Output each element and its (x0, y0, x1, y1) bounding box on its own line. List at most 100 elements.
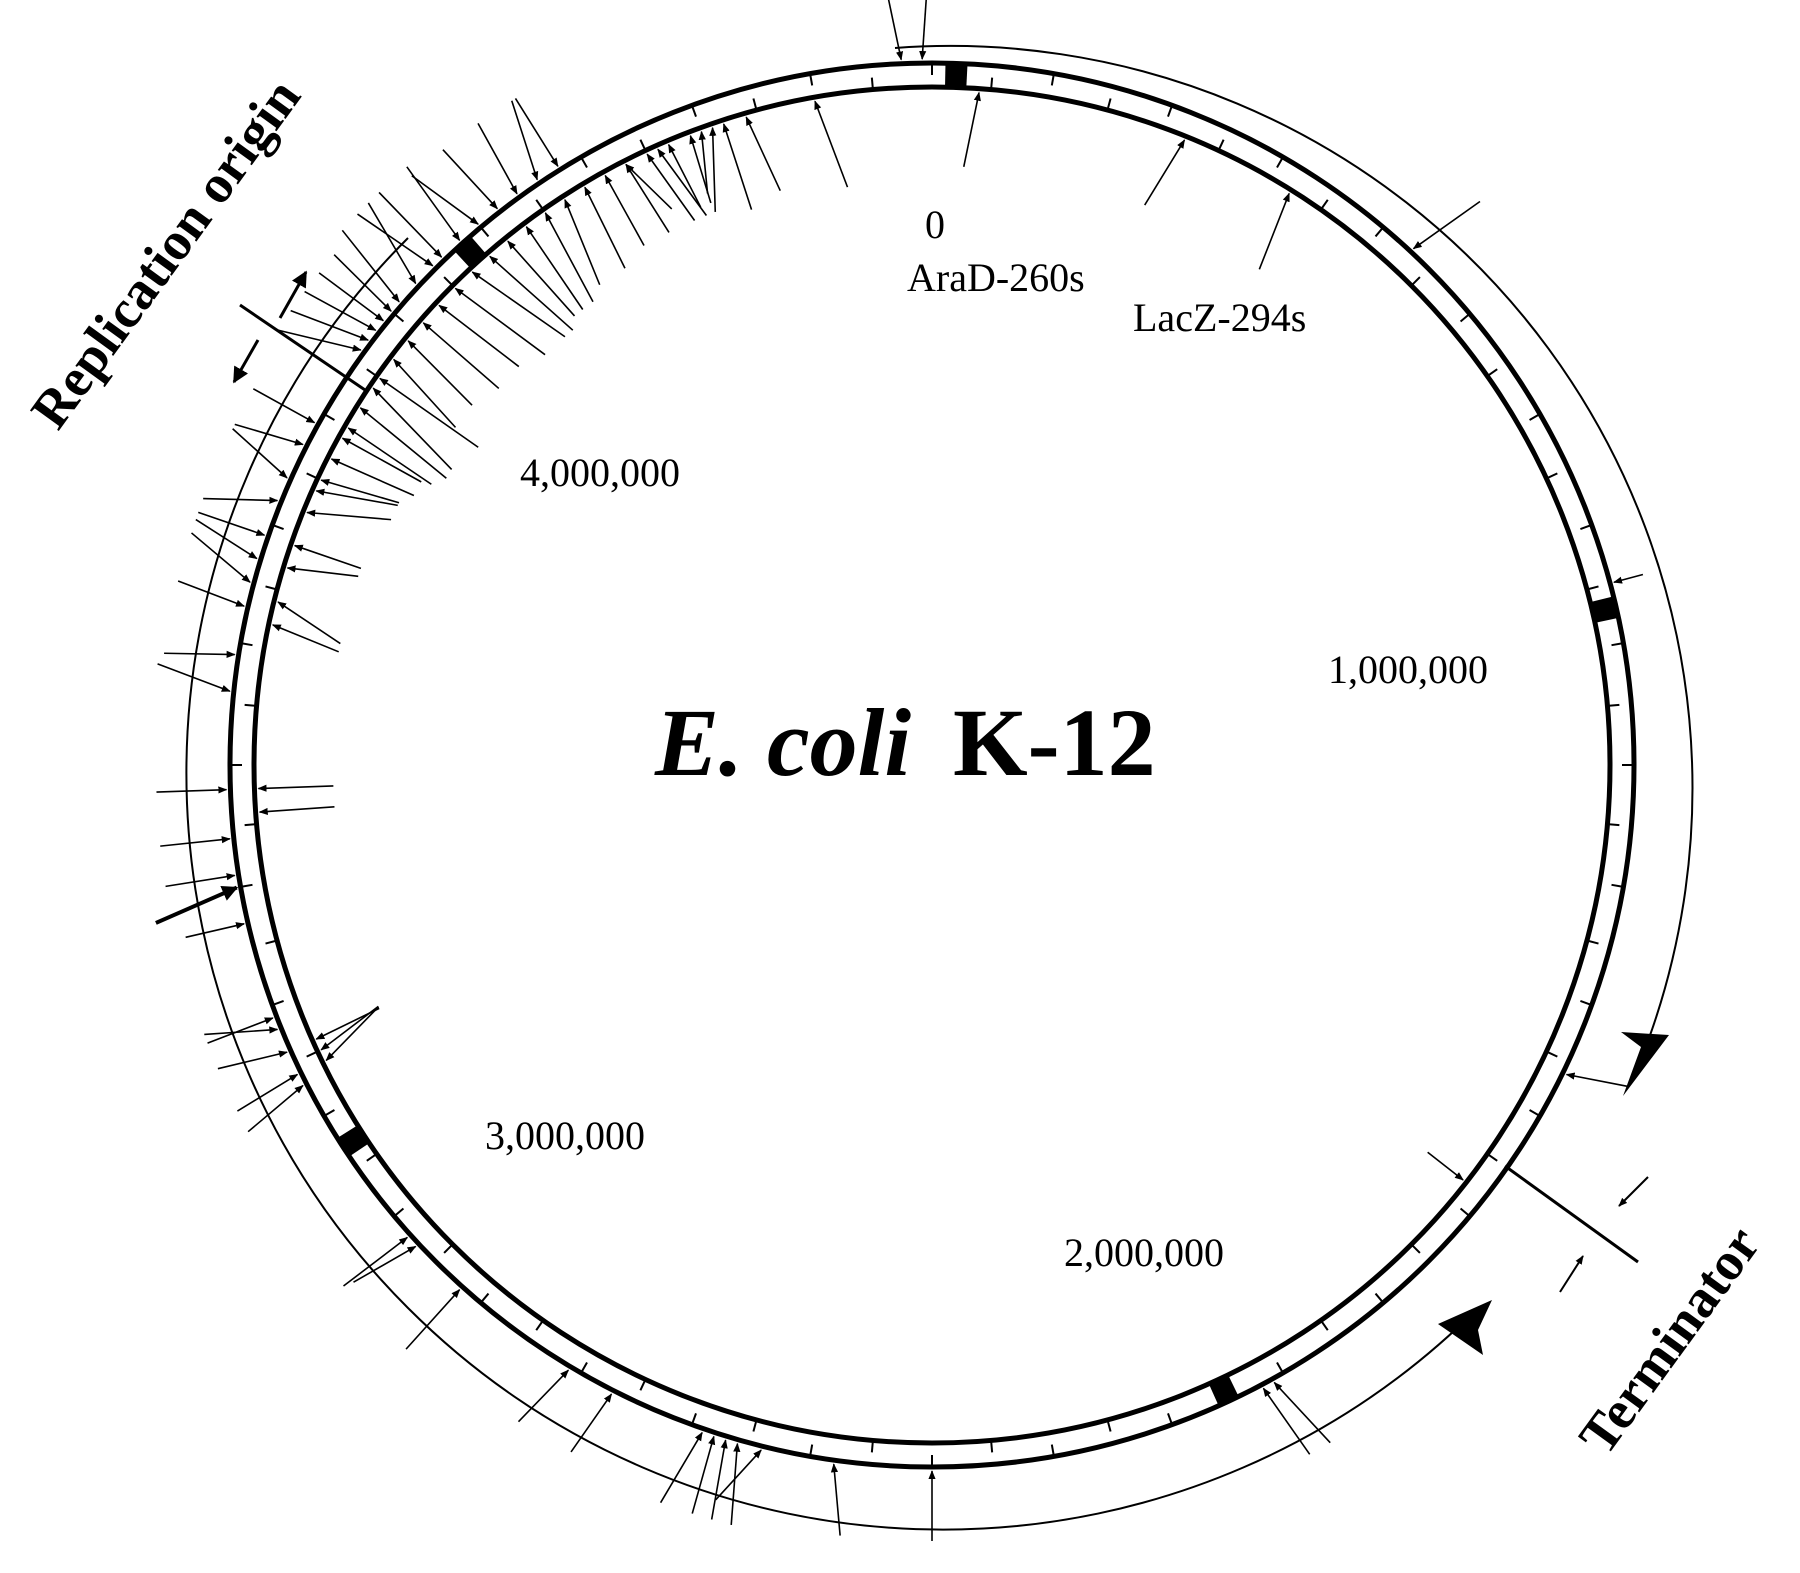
gene-label-arad: AraD-260s (907, 255, 1085, 300)
insertion-arrow (1144, 139, 1186, 206)
insertion-arrow (667, 143, 702, 208)
insertion-arrow (722, 123, 753, 210)
scale-tick (1320, 199, 1329, 211)
inner-strand-circle (251, 84, 1613, 1446)
scale-tick (1320, 1319, 1329, 1331)
insertion-arrow (517, 1369, 570, 1423)
insertion-arrow (160, 836, 231, 847)
insertion-arrow (367, 202, 417, 285)
scale-tick (639, 139, 647, 151)
insertion-arrow (405, 1288, 461, 1350)
insertion-arrow (657, 148, 708, 216)
insertion-arrow (544, 212, 594, 303)
insertion-arrow (1262, 1387, 1311, 1455)
insertion-arrow (217, 1050, 288, 1070)
insertion-arrow (165, 873, 236, 888)
insertion-arrow (347, 427, 432, 485)
scale-tick (809, 73, 814, 86)
insertion-arrow (325, 1006, 380, 1062)
insertion-arrow (1273, 1381, 1331, 1444)
insertion-arrow (341, 437, 422, 483)
insertion-arrow (709, 126, 717, 212)
scale-tick (580, 156, 588, 168)
insertion-arrow (252, 388, 316, 424)
insertion-arrow (198, 511, 266, 536)
scale-tick (1410, 276, 1421, 287)
scale-tick (443, 1243, 454, 1254)
scale-tick (1607, 703, 1620, 707)
insertion-arrow (411, 175, 479, 225)
insertion-arrow (372, 387, 453, 471)
insertion-arrow (293, 544, 362, 570)
insertion-arrow (177, 580, 245, 607)
insertion-arrow (584, 186, 626, 269)
scale-tick (271, 1000, 284, 1007)
scale-label-1m: 1,000,000 (1328, 647, 1488, 692)
insertion-arrow (830, 1463, 841, 1536)
insertion-arrow (353, 1245, 417, 1283)
insertion-arrow (306, 509, 392, 521)
insertion-arrow (507, 240, 576, 317)
insertion-arrow (359, 407, 447, 479)
insertion-arrow (1565, 1072, 1628, 1088)
insertion-arrow (689, 134, 712, 204)
scale-label-4m: 4,000,000 (520, 450, 680, 495)
insertion-arrow (477, 122, 518, 195)
scale-ticks (230, 63, 1634, 1467)
scale-label-3m: 3,000,000 (485, 1113, 645, 1158)
genome-title: E. coli K-12 (654, 689, 1156, 796)
scale-tick (1374, 1292, 1385, 1304)
origin-marker-line (239, 303, 369, 394)
insertion-arrow (157, 663, 231, 692)
scale-tick (1167, 1413, 1174, 1426)
terminator-arrow-top (1618, 1176, 1649, 1207)
scale-tick (1167, 104, 1174, 117)
insertion-arrow (887, 0, 904, 61)
insertion-arrow (1258, 192, 1290, 270)
scale-tick (393, 1207, 405, 1218)
insertion-arrow (962, 91, 981, 168)
title-species: E. coli (654, 689, 911, 796)
insertion-arrow (691, 1435, 716, 1514)
insertion-arrow (570, 1393, 613, 1453)
scale-tick (690, 1413, 697, 1426)
insertion-arrow (730, 1442, 741, 1525)
scale-tick (752, 1419, 758, 1432)
scale-tick (1611, 883, 1624, 888)
rrn-block (1208, 1374, 1239, 1406)
insertion-arrow (489, 255, 574, 331)
rrn-block (1590, 596, 1619, 623)
scale-tick (240, 642, 253, 647)
terminator-arrow-bottom (1559, 1255, 1584, 1293)
origin-arrow-down (232, 339, 260, 384)
scale-tick (323, 413, 335, 421)
scale-tick (1486, 1153, 1498, 1162)
counterclockwise-arrowhead (1438, 1300, 1492, 1355)
insertion-arrow (304, 290, 377, 332)
clockwise-arrowhead (1621, 1032, 1669, 1096)
scale-tick (1586, 939, 1599, 945)
scale-tick (1410, 1243, 1421, 1254)
insertion-arrow (407, 340, 473, 406)
insertion-arrow (318, 272, 385, 322)
insertion-arrow (203, 496, 279, 504)
insertion-arrow (156, 786, 228, 794)
insertion-arrow (471, 271, 566, 338)
scale-tick (244, 823, 257, 827)
insertion-arrow (232, 428, 288, 479)
insertion-arrow (919, 0, 927, 60)
insertion-arrow (258, 805, 335, 816)
scale-label-2m: 2,000,000 (1064, 1230, 1224, 1275)
insertion-arrow (290, 309, 370, 341)
scale-tick (580, 1362, 588, 1374)
insertion-arrow (745, 116, 781, 192)
scale-tick (1374, 226, 1385, 238)
insertion-arrow (438, 304, 520, 368)
scale-tick (1580, 1000, 1593, 1007)
insertion-arrow (646, 153, 696, 221)
insertion-arrow (1427, 1151, 1464, 1181)
insertion-arrow (236, 1073, 299, 1112)
insertion-arrow (715, 1449, 762, 1501)
scale-tick (690, 104, 697, 117)
